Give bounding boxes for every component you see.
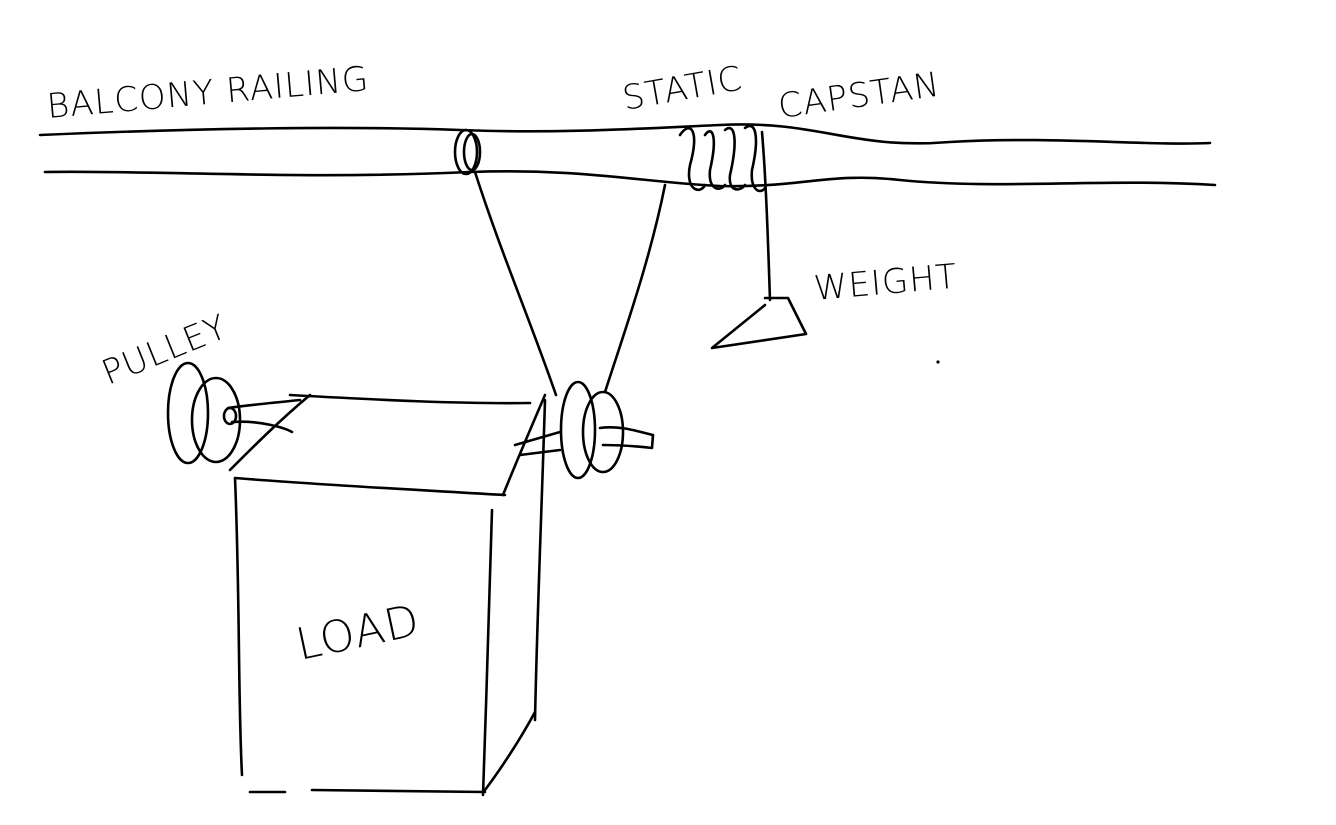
balcony-railing xyxy=(38,123,1217,188)
label-static: STATIC xyxy=(620,58,746,118)
label-weight: WEIGHT xyxy=(812,257,959,309)
label-load: LOAD xyxy=(292,595,425,671)
label-pulley: PULLEY xyxy=(96,307,233,393)
stray-dot xyxy=(936,360,940,364)
rope-loop xyxy=(453,128,482,176)
rope xyxy=(473,130,772,397)
right-pulley xyxy=(513,380,655,480)
weight xyxy=(710,296,808,350)
load-box xyxy=(228,393,547,797)
label-balcony-railing: BALCONY RAILING xyxy=(45,59,371,127)
left-pulley xyxy=(166,361,302,465)
static-capstan-coils xyxy=(678,124,767,193)
label-capstan: CAPSTAN xyxy=(776,65,943,127)
